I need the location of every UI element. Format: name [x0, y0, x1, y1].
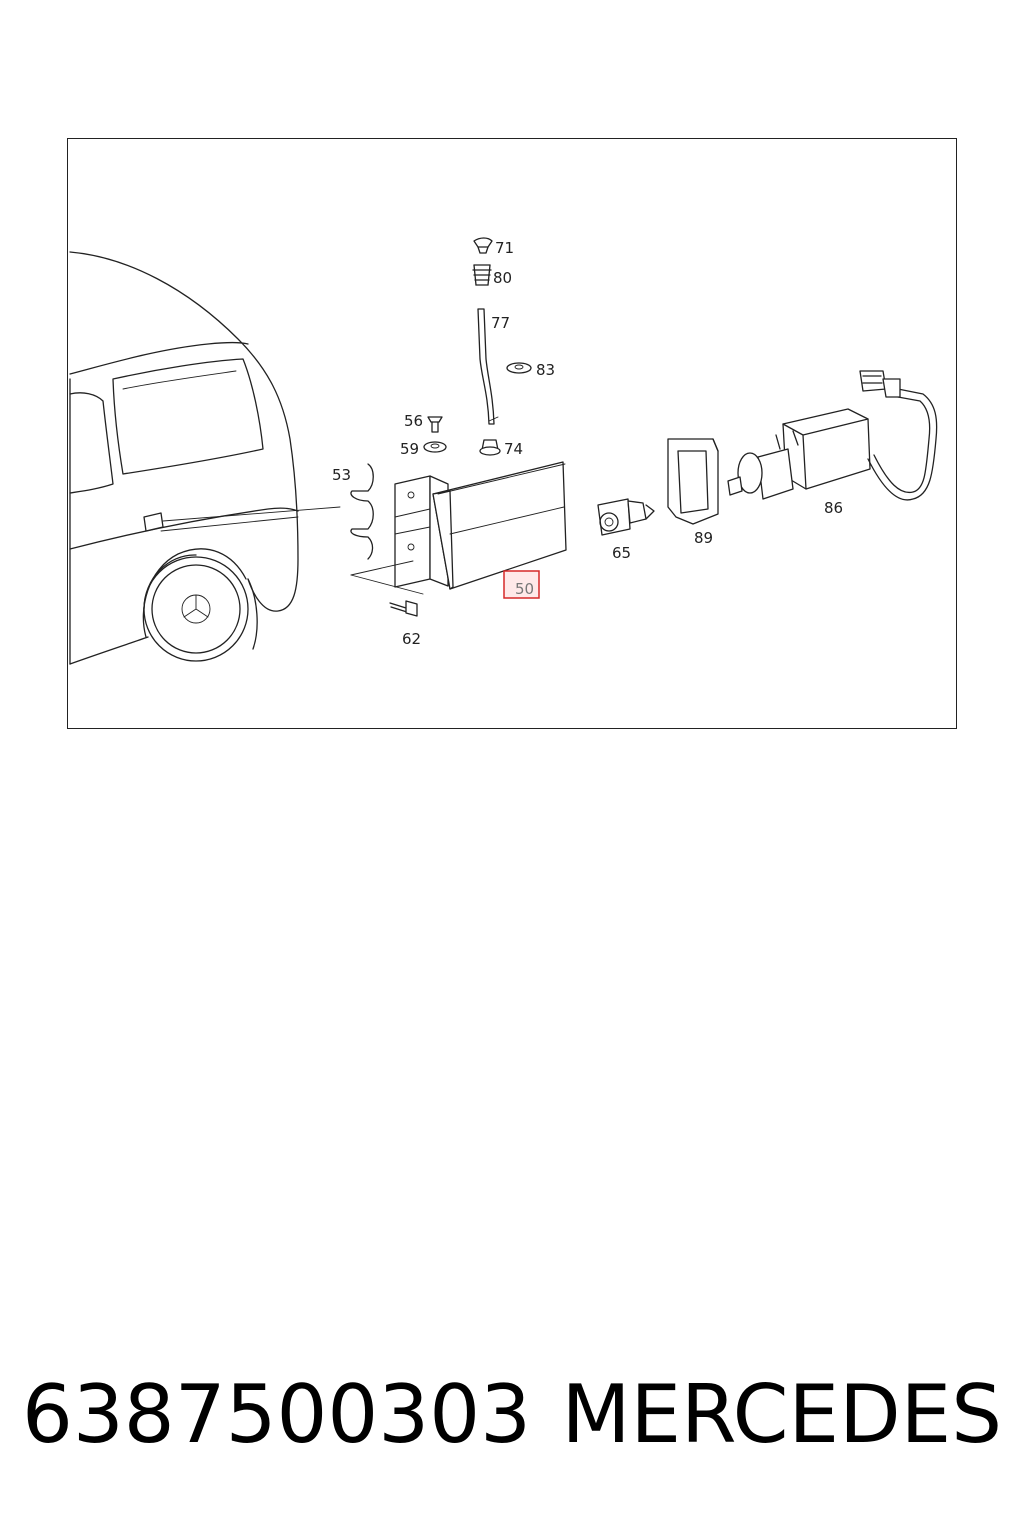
- part-83-washer: [506, 362, 532, 374]
- part-number: 6387500303: [22, 1368, 531, 1461]
- callout-62: 62: [402, 630, 421, 648]
- part-71-cap: [473, 237, 493, 254]
- part-89-seal-gasket: [667, 438, 719, 525]
- footer: 6387500303 MERCEDES: [0, 1360, 1024, 1470]
- callout-89: 89: [694, 529, 713, 547]
- part-77-rod: [477, 308, 499, 425]
- parts-diagram-frame: 71 80 77 83 56 59 74 53 50 65 89 86 62: [67, 138, 957, 729]
- part-50-fuel-flap: [432, 461, 567, 590]
- part-53-spring-clip: [350, 463, 374, 560]
- brand-name: MERCEDES: [561, 1368, 1002, 1461]
- callout-50: 50: [515, 580, 534, 598]
- callout-50-highlight: [503, 570, 540, 599]
- callout-77: 77: [491, 314, 510, 332]
- part-62-bolt: [389, 600, 418, 617]
- exploded-parts-diagram: 71 80 77 83 56 59 74 53 50 65 89 86 62: [69, 237, 938, 665]
- callout-80: 80: [493, 269, 512, 287]
- part-86-actuator-motor: [727, 370, 938, 501]
- callout-56: 56: [404, 412, 423, 430]
- part-65-lock-cylinder: [597, 498, 655, 536]
- callout-74: 74: [504, 440, 523, 458]
- callout-53: 53: [332, 466, 351, 484]
- callout-59: 59: [400, 440, 419, 458]
- part-59-washer: [423, 441, 447, 453]
- vehicle-outline: [69, 251, 341, 665]
- callout-86: 86: [824, 499, 843, 517]
- part-80-spring: [472, 264, 492, 286]
- callout-83: 83: [536, 361, 555, 379]
- part-56-screw: [427, 416, 443, 433]
- part-74-clip-nut: [479, 439, 501, 456]
- callout-65: 65: [612, 544, 631, 562]
- callout-71: 71: [495, 239, 514, 257]
